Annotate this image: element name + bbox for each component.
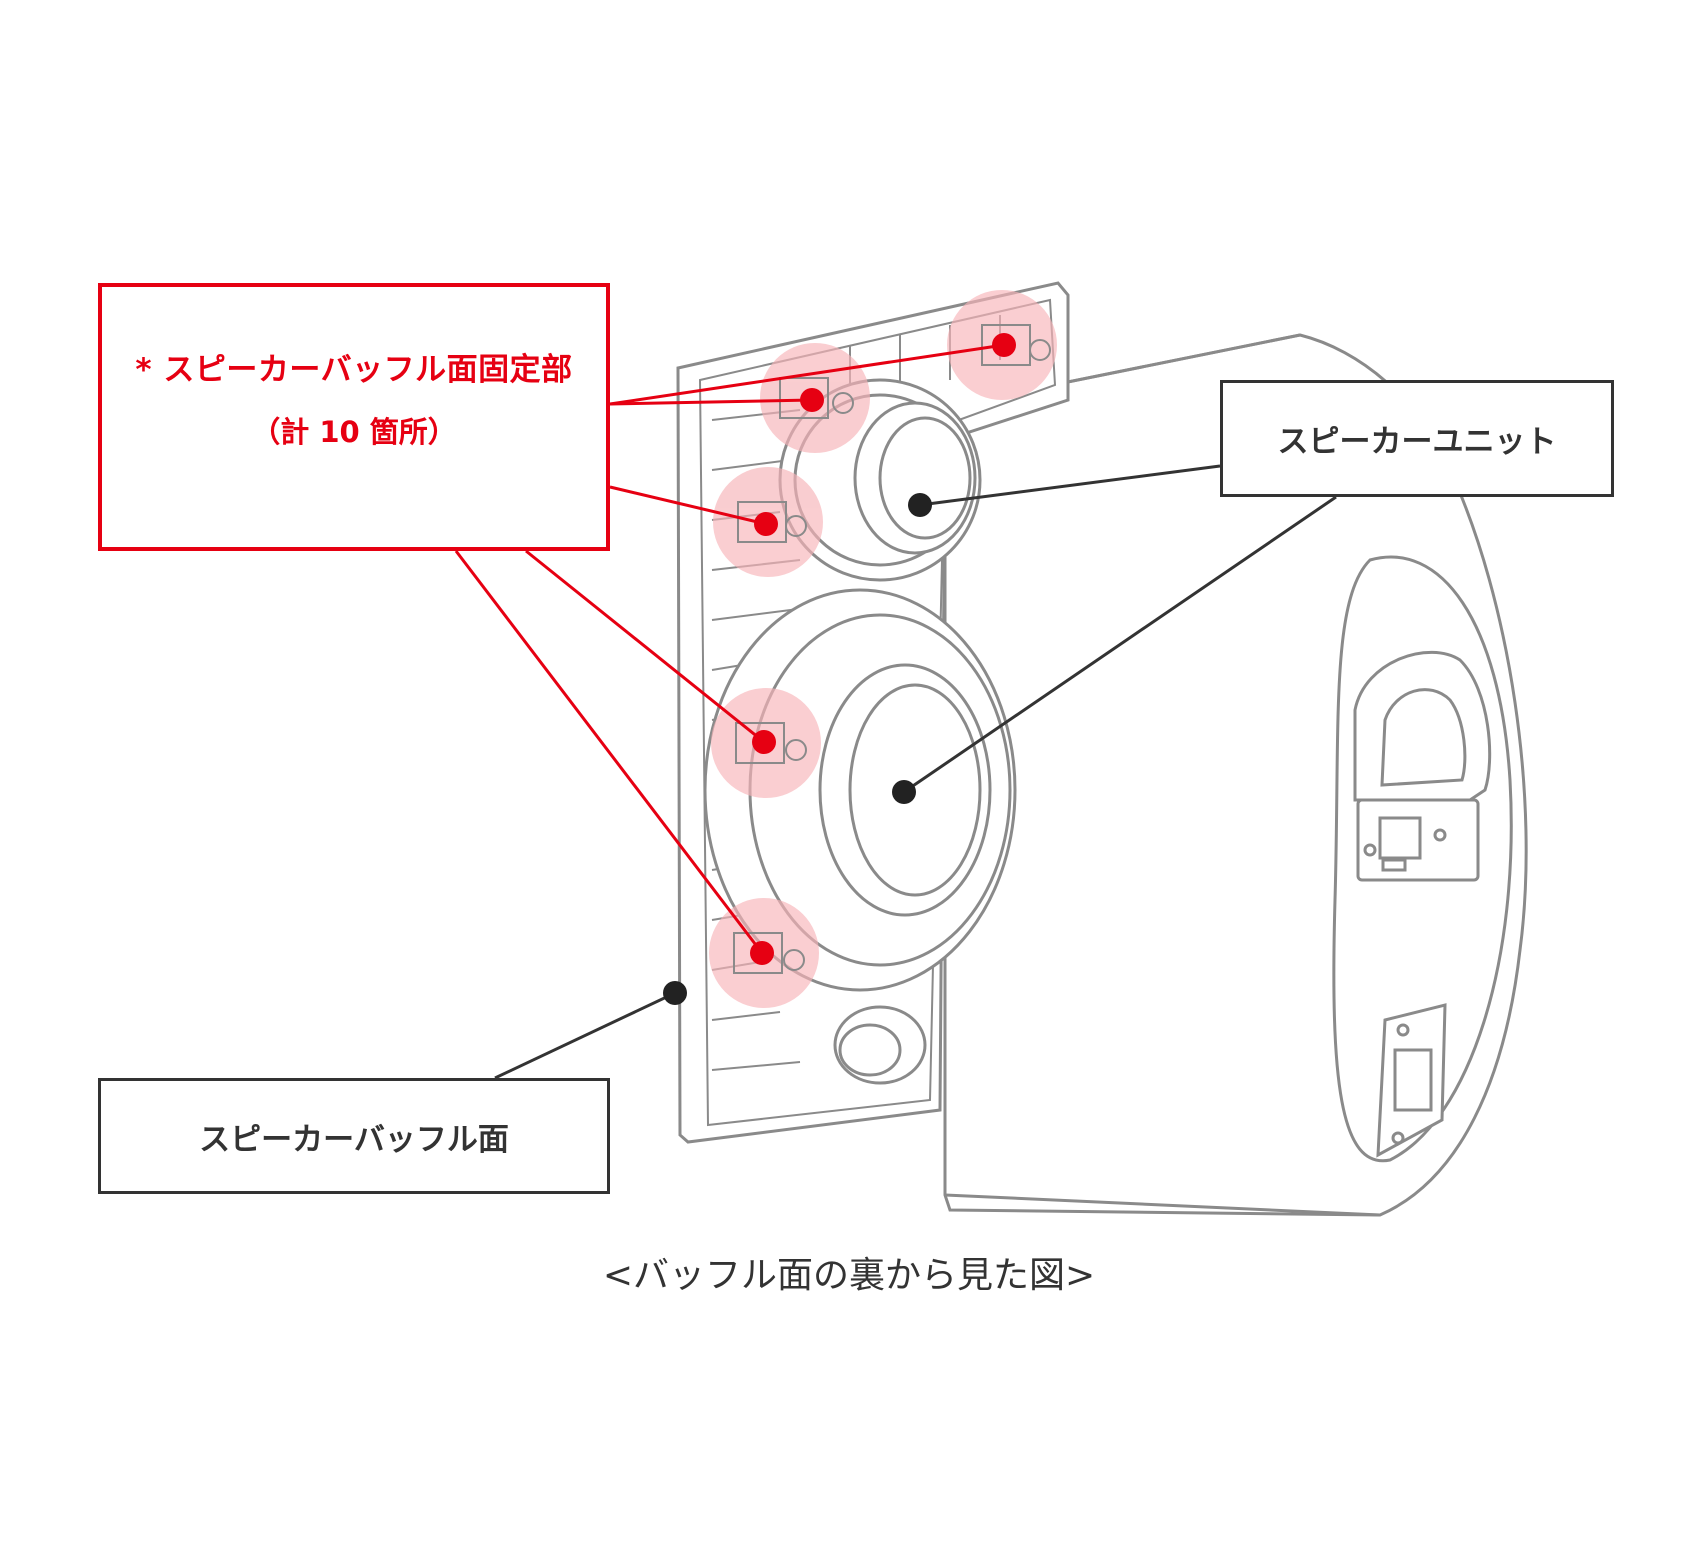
speaker-cabinet (879, 333, 1528, 1217)
speaker-baffle-label: スピーカーバッフル面 (199, 1121, 509, 1158)
fixing-point-dots (750, 333, 1016, 965)
speaker-unit-dot-tweeter (908, 493, 932, 517)
fixing-points-count: （計 10 箇所） (251, 414, 457, 449)
speaker-unit-callout: スピーカーユニット (1220, 380, 1614, 497)
fixing-dot-1 (992, 333, 1016, 357)
fixing-bosses (733, 324, 1051, 974)
speaker-unit-dot-woofer (892, 780, 916, 804)
fixing-points-callout: * スピーカーバッフル面固定部 （計 10 箇所） (98, 283, 610, 551)
fixing-points-title: * スピーカーバッフル面固定部 (135, 351, 573, 388)
speaker-unit-label: スピーカーユニット (1277, 424, 1557, 460)
label-dots (663, 493, 932, 1005)
baffle-dot (663, 981, 687, 1005)
label-leaders (494, 464, 1337, 1080)
fixing-dot-4 (752, 730, 776, 754)
diagram-caption: <バッフル面の裏から見た図> (602, 1255, 1096, 1296)
fixing-point-leaders (454, 343, 1005, 954)
speaker-baffle-callout: スピーカーバッフル面 (98, 1078, 610, 1194)
fixing-dot-2 (800, 388, 824, 412)
fixing-dot-5 (750, 941, 774, 965)
fixing-dot-3 (754, 512, 778, 536)
